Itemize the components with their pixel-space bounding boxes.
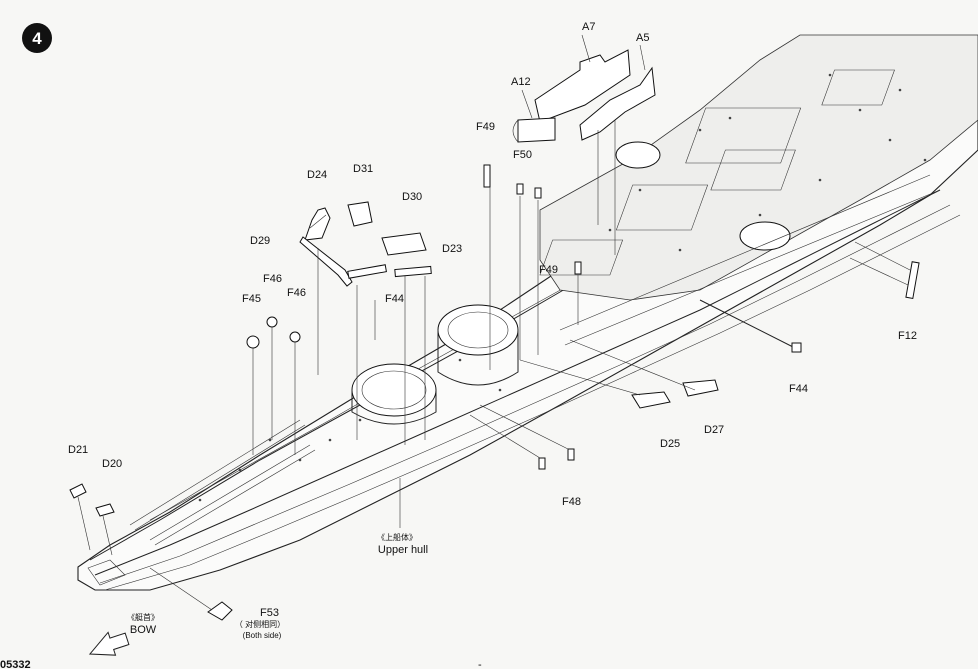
- part-f46b: [289, 331, 301, 343]
- label-f12: F12: [898, 330, 917, 342]
- part-d29-deck: [347, 264, 387, 279]
- label-d20: D20: [102, 458, 122, 470]
- page-code: 05332: [0, 659, 31, 669]
- label-d27: D27: [704, 424, 724, 436]
- label-d31: D31: [353, 163, 373, 175]
- part-f12: [905, 261, 920, 300]
- part-d24: [304, 207, 331, 241]
- part-d21: [69, 483, 87, 499]
- upper-hull-label: Upper hull: [378, 544, 428, 556]
- barbette-rear: [437, 304, 519, 386]
- part-d30: [381, 232, 427, 256]
- label-f50: F50: [513, 149, 532, 161]
- both-side-label-cn: （ 对侧相同）: [235, 619, 285, 629]
- part-labels: A7 A5 A12 F49 F50 D24 D31 D30 D29 D23 F4…: [68, 21, 917, 619]
- part-f46a: [266, 316, 278, 328]
- part-a7: [534, 49, 631, 123]
- label-d29: D29: [250, 235, 270, 247]
- bow-label: BOW: [130, 624, 157, 636]
- part-f48: [538, 448, 575, 470]
- label-f53: F53: [260, 607, 279, 619]
- part-f49a: [483, 164, 491, 188]
- label-f48: F48: [562, 496, 581, 508]
- barbette-front: [351, 363, 437, 425]
- step-badge: 4: [22, 23, 52, 53]
- part-a5: [579, 66, 656, 141]
- label-f44b: F44: [789, 383, 808, 395]
- label-d30: D30: [402, 191, 422, 203]
- part-d27: [682, 379, 719, 397]
- part-d31: [347, 201, 373, 227]
- label-f44a: F44: [385, 293, 404, 305]
- part-f50: [516, 183, 542, 199]
- part-f53: [207, 601, 233, 621]
- label-f46a: F46: [263, 273, 282, 285]
- label-d24: D24: [307, 169, 327, 181]
- page-mark: -: [478, 659, 482, 669]
- part-d23: [394, 265, 432, 278]
- label-f49a: F49: [476, 121, 495, 133]
- part-f45: [246, 335, 260, 349]
- both-side-label: (Both side): [243, 631, 282, 640]
- label-d25: D25: [660, 438, 680, 450]
- part-d20: [95, 503, 115, 517]
- part-f49b: [574, 261, 582, 275]
- part-d29: [299, 236, 353, 287]
- bow-label-cn: 《艇首》: [127, 612, 159, 622]
- label-a12: A12: [511, 76, 531, 88]
- part-f44: [699, 299, 802, 353]
- label-d21: D21: [68, 444, 88, 456]
- label-f46b: F46: [287, 287, 306, 299]
- part-d25: [631, 391, 671, 409]
- label-f45: F45: [242, 293, 261, 305]
- label-d23: D23: [442, 243, 462, 255]
- upper-hull-label-cn: 《上船体》: [377, 532, 417, 542]
- label-f49b: F49: [539, 264, 558, 276]
- annotations: 《上船体》 Upper hull 《艇首》 BOW （ 对侧相同） (Both …: [0, 532, 482, 669]
- label-a5: A5: [636, 32, 649, 44]
- bow-arrow-icon: [88, 631, 130, 656]
- part-a12: [512, 117, 556, 143]
- label-a7: A7: [582, 21, 595, 33]
- leader-lines: [77, 34, 911, 611]
- step-number: 4: [32, 29, 42, 48]
- upper-hull: [77, 34, 978, 591]
